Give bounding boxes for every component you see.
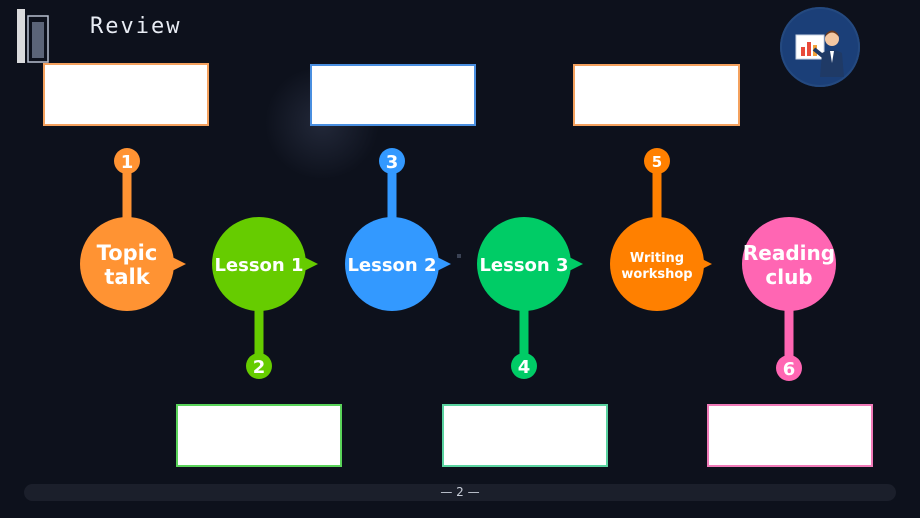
step-lesson-2[interactable]: 3 Lesson 2 [345,148,451,311]
step-topic-talk[interactable]: 1 Topic talk [80,148,186,311]
writing-workshop-box[interactable] [573,64,740,126]
step-bubble [742,217,836,311]
step-number-badge [114,148,140,174]
step-label-line1: Writing [630,251,684,266]
step-number: 1 [121,152,134,173]
step-label-line2: workshop [621,267,692,282]
step-pointer [435,256,451,272]
step-reading-club[interactable]: 6 Reading club [742,217,836,381]
page-title: Review [90,14,182,39]
step-number: 6 [783,359,796,380]
lesson-1-box[interactable] [176,404,342,467]
step-number-badge [246,353,272,379]
step-pointer [170,256,186,272]
presenter-icon [795,30,844,77]
lesson-2-box[interactable] [310,64,476,126]
step-label-line1: Lesson 2 [347,255,436,276]
topic-talk-box[interactable] [43,63,209,126]
step-number-badge [379,148,405,174]
corner-decoration [17,9,49,63]
step-lesson-1[interactable]: 2 Lesson 1 [212,217,318,379]
step-bubble [610,217,704,311]
step-number-badge [511,353,537,379]
step-bubble [345,217,439,311]
step-pointer [567,256,583,272]
presenter-avatar [780,7,860,87]
step-number: 3 [386,152,399,173]
step-number-badge [776,355,802,381]
step-pointer [302,256,318,272]
step-bubble [212,217,306,311]
step-label-line2: club [765,265,812,289]
step-number: 2 [253,357,266,378]
step-bubble [477,217,571,311]
step-label-line1: Topic [97,241,158,265]
step-lesson-3[interactable]: 4 Lesson 3 [477,217,583,379]
page-number: — 2 — [440,485,480,499]
reading-club-box[interactable] [707,404,873,467]
step-number: 5 [652,153,662,171]
decorative-dot [457,254,461,258]
lesson-3-box[interactable] [442,404,608,467]
step-number-badge [644,148,670,174]
step-bubble [80,217,174,311]
step-label-line1: Reading [743,241,835,265]
step-label-line1: Lesson 1 [214,255,303,276]
footer-bar [24,484,896,501]
step-label-line2: talk [104,265,150,289]
step-label-line1: Lesson 3 [479,255,568,276]
step-number: 4 [518,357,531,378]
step-writing-workshop[interactable]: 5 Writing workshop [610,148,712,311]
